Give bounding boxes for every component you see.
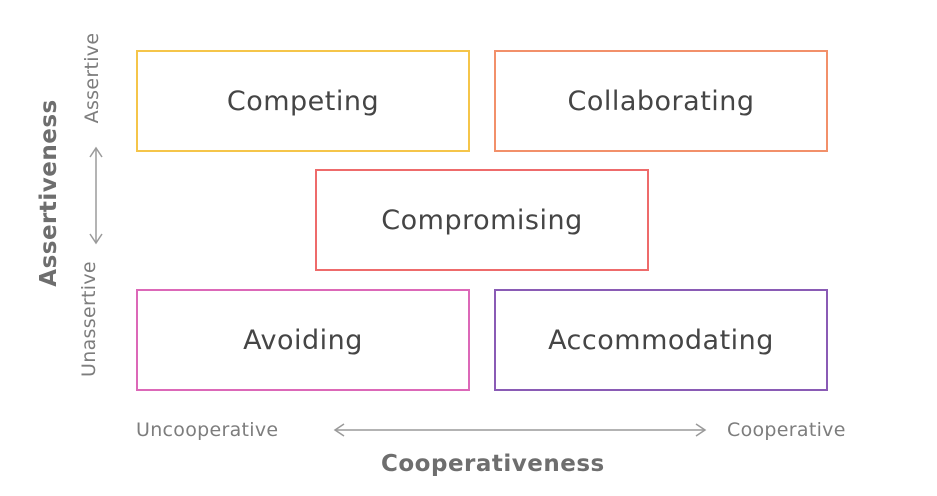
x-axis-high-label: Cooperative — [727, 419, 846, 441]
x-axis-low-label: Uncooperative — [136, 419, 279, 441]
collaborating-box: Collaborating — [494, 50, 828, 152]
accommodating-label: Accommodating — [548, 324, 774, 356]
x-axis-title: Cooperativeness — [381, 451, 605, 477]
compromising-box: Compromising — [315, 169, 649, 271]
competing-label: Competing — [226, 85, 380, 117]
accommodating-box: Accommodating — [494, 289, 828, 391]
avoiding-box: Avoiding — [136, 289, 470, 391]
collaborating-label: Collaborating — [567, 85, 755, 117]
compromising-label: Compromising — [381, 204, 583, 236]
competing-box: Competing — [136, 50, 470, 152]
avoiding-label: Avoiding — [243, 324, 363, 356]
